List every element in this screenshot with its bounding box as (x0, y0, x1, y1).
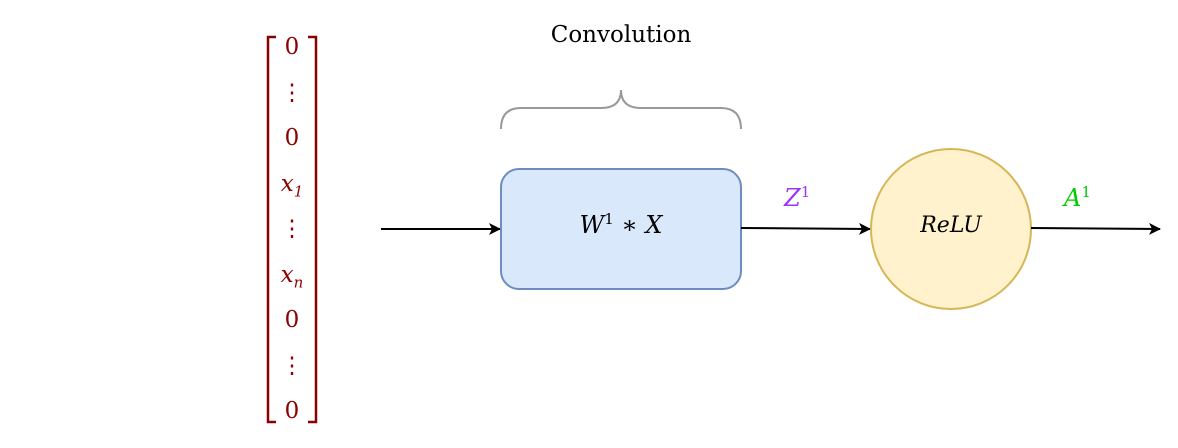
vector-right-bracket (308, 35, 318, 424)
z-arrow (740, 222, 871, 235)
vector-left-bracket (266, 35, 276, 424)
convolution-box (500, 168, 742, 290)
convolution-brace (500, 89, 742, 130)
relu-circle (870, 148, 1032, 310)
output-arrow (1030, 222, 1161, 235)
